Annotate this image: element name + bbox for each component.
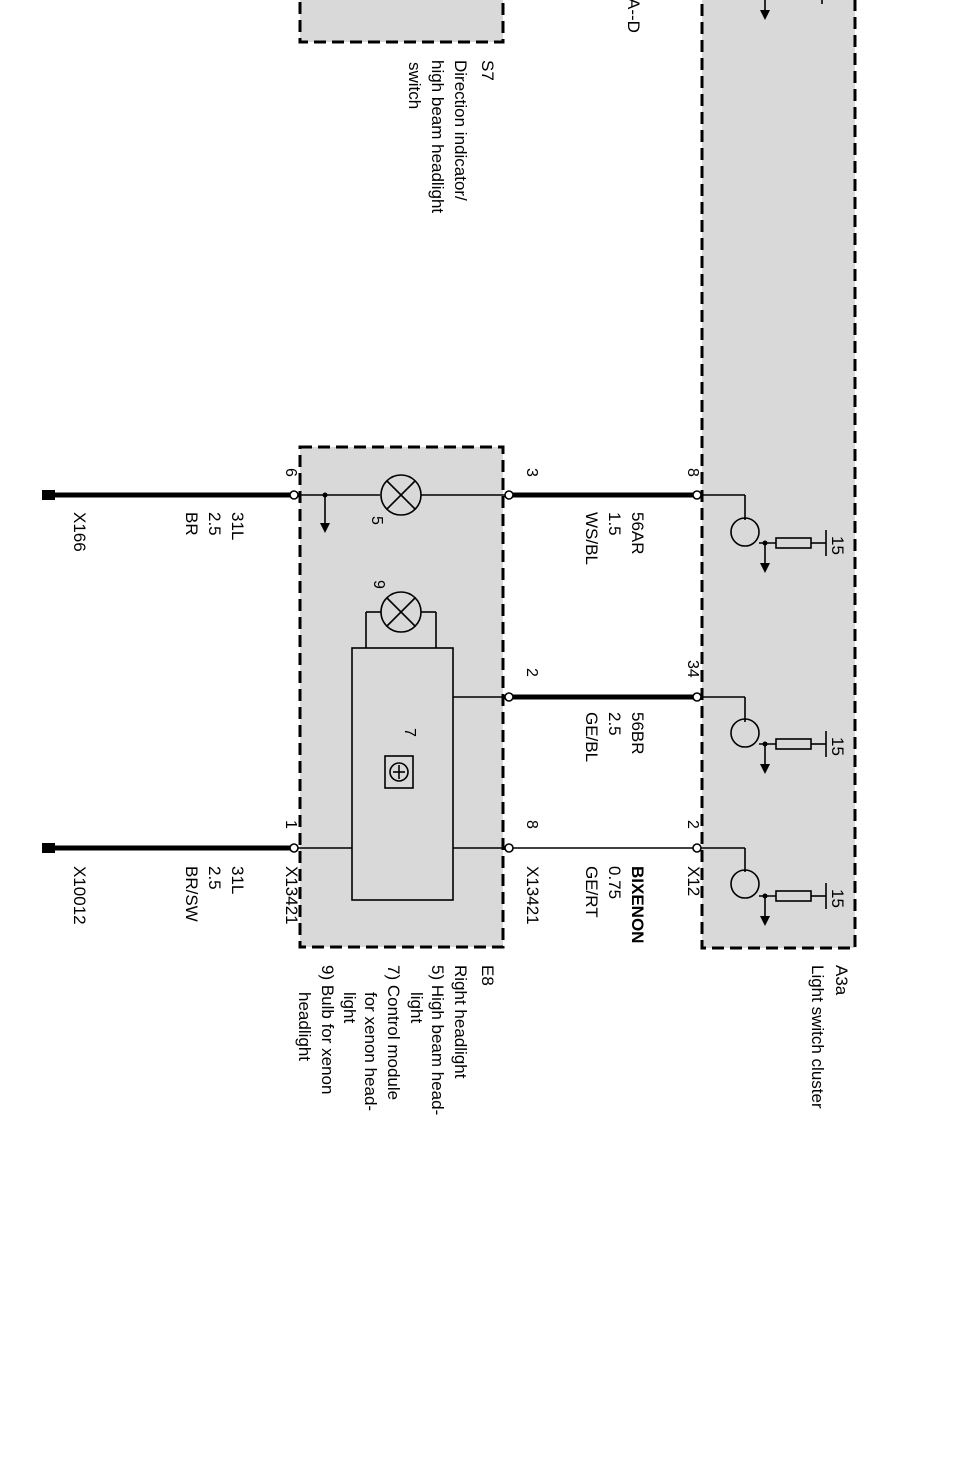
- ground1-connector: X166: [70, 512, 89, 552]
- wire3-pin-top: 2: [684, 820, 701, 829]
- wire3-size: 0.75: [605, 866, 624, 899]
- s7-top-fragment: A--D: [624, 0, 643, 33]
- ground2-color: BR/SW: [182, 866, 201, 922]
- wire2-pin-bottom: 2: [523, 668, 540, 677]
- s7-desc-2: high beam headlight: [428, 60, 447, 213]
- ground2-pin: 1: [282, 820, 299, 829]
- connector-terminals: [289, 490, 702, 853]
- wire1-pin-top: 8: [684, 468, 701, 477]
- e8-desc-1: Right headlight: [451, 965, 470, 1079]
- wire3-pin-bottom: 8: [523, 820, 540, 829]
- ground-wire-x166: [42, 490, 294, 500]
- e8-desc-8: headlight: [295, 992, 314, 1061]
- wire3-signal: BIXENON: [628, 866, 647, 943]
- wire2-pin-top: 34: [684, 660, 701, 678]
- a3a-id: A3a: [832, 965, 851, 996]
- wire3-connector-bottom: X13421: [523, 866, 542, 925]
- ground2-signal: 31L: [228, 866, 247, 894]
- e8-control-module: [298, 647, 505, 901]
- s7-box: [298, 0, 505, 44]
- wire2-size: 2.5: [605, 712, 624, 736]
- ground1-size: 2.5: [205, 512, 224, 536]
- a3a-top-arrow: [760, 0, 823, 20]
- e8-xenon-bulb: [365, 591, 437, 648]
- a3a-driver-2: [701, 696, 827, 774]
- ground1-color: BR: [182, 512, 201, 536]
- e8-desc-7: 9) Bulb for xenon: [318, 965, 337, 1094]
- s7-desc-1: Direction indicator/: [451, 60, 470, 201]
- wire1-size: 1.5: [605, 512, 624, 536]
- a3a-desc: Light switch cluster: [808, 965, 827, 1109]
- e8-id: E8: [478, 965, 497, 986]
- e8-desc-6: light: [340, 992, 359, 1023]
- wire1-signal: 56AR: [628, 512, 647, 555]
- s7-id: S7: [478, 60, 497, 81]
- supply-label-3: 15: [828, 889, 847, 908]
- e8-high-beam-lamp: [298, 474, 505, 533]
- wire1-pin-bottom: 3: [523, 468, 540, 477]
- ground-wire-x10012: [42, 843, 294, 853]
- supply-label-1: 15: [828, 536, 847, 555]
- wire3-connector-top: X12: [684, 866, 703, 896]
- wire2-color: GE/BL: [582, 712, 601, 762]
- e8-inner-7: 7: [401, 728, 418, 737]
- e8-desc-5: for xenon head-: [361, 992, 380, 1111]
- wire3-color: GE/RT: [582, 866, 601, 918]
- a3a-driver-1: [701, 494, 827, 573]
- a3a-driver-3: [701, 847, 827, 926]
- ground2-connector: X10012: [70, 866, 89, 925]
- e8-inner-5: 5: [368, 516, 385, 525]
- ground2-connector-pin: X13421: [282, 866, 301, 925]
- e8-desc-4: 7) Control module: [384, 965, 403, 1100]
- e8-inner-9: 9: [370, 580, 387, 589]
- ground1-signal: 31L: [228, 512, 247, 540]
- supply-label-2: 15: [828, 737, 847, 756]
- wire2-signal: 56BR: [628, 712, 647, 755]
- e8-desc-2: 5) High beam head-: [428, 965, 447, 1115]
- ground1-pin: 6: [282, 468, 299, 477]
- wire1-color: WS/BL: [582, 512, 601, 565]
- ground2-size: 2.5: [205, 866, 224, 890]
- e8-desc-3: light: [407, 992, 426, 1023]
- s7-desc-3: switch: [405, 62, 424, 109]
- a3a-box: [700, 0, 857, 950]
